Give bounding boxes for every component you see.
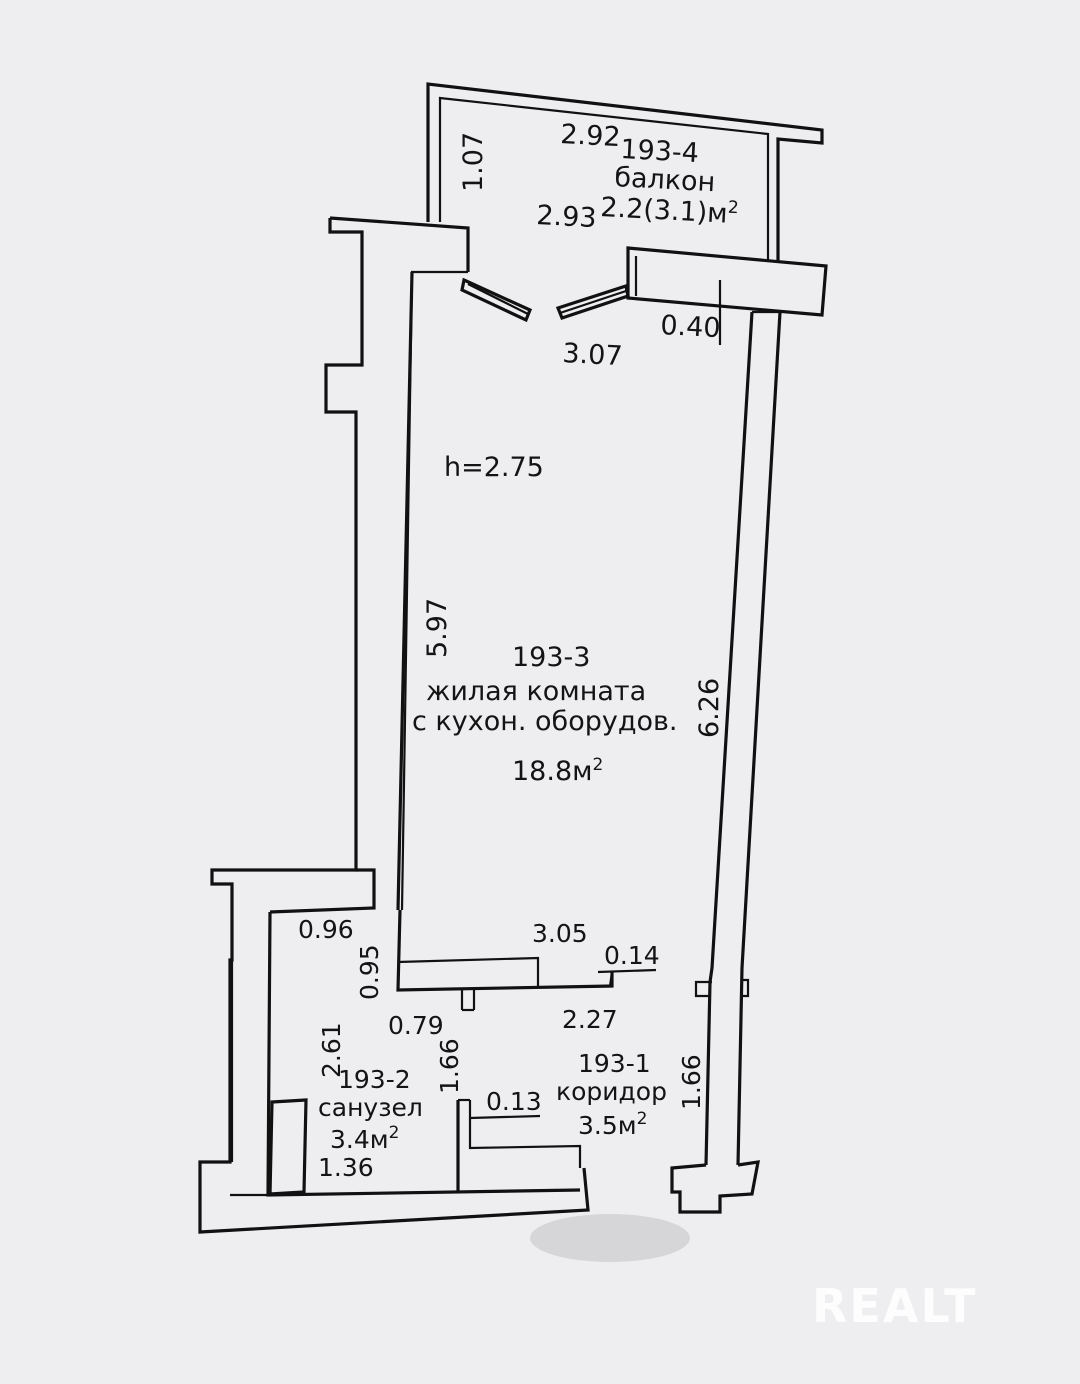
realt-watermark: REALT — [812, 1279, 978, 1333]
dim-bath-niche: 0.95 — [355, 944, 384, 1000]
bathroom-number: 193-2 — [338, 1065, 411, 1094]
dim-bath-door: 0.79 — [388, 1011, 444, 1040]
bathroom-area: 3.4м2 — [330, 1123, 399, 1154]
dim-balcony-top: 2.92 — [560, 119, 622, 153]
dim-partition-thickness: 0.14 — [604, 941, 660, 970]
right-wall — [670, 310, 782, 1214]
dim-partition-bottom: 2.27 — [562, 1005, 618, 1034]
dim-room-top: 3.07 — [562, 338, 624, 372]
dimensions: 2.92 1.07 2.93 0.40 3.07 5.97 6.26 3.05 … — [298, 119, 725, 1182]
dim-balcony-side: 1.07 — [458, 132, 489, 192]
dim-corridor-niche: 0.13 — [486, 1087, 542, 1116]
blurred-patch — [530, 1214, 690, 1262]
outer-walls — [198, 216, 590, 1234]
dim-partition-top: 3.05 — [532, 919, 588, 948]
dim-room-left: 5.97 — [422, 598, 453, 658]
dim-wall-depth: 0.40 — [660, 310, 722, 344]
dim-bath-right: 1.66 — [435, 1038, 464, 1094]
dim-corridor-right: 1.66 — [677, 1054, 706, 1110]
ceiling-height: h=2.75 — [444, 452, 544, 483]
balcony-door — [460, 277, 630, 323]
dim-bath-bottom: 1.36 — [318, 1153, 374, 1182]
window-wall — [626, 246, 828, 345]
dim-room-right: 6.26 — [694, 678, 725, 738]
bathroom-name: санузел — [318, 1093, 423, 1122]
living-area: 18.8м2 — [512, 755, 603, 787]
corridor-area: 3.5м2 — [578, 1109, 647, 1140]
balcony-number: 193-4 — [620, 134, 700, 169]
corridor-name: коридор — [556, 1077, 667, 1106]
dim-balcony-bottom: 2.93 — [536, 200, 598, 234]
living-name: жилая комната — [426, 676, 646, 707]
room-labels: 193-4 балкон 2.2(3.1)м2 h=2.75 193-3 жил… — [318, 134, 739, 1154]
partition-walls — [268, 909, 657, 1196]
balcony-area: 2.2(3.1)м2 — [600, 191, 740, 230]
corridor-number: 193-1 — [578, 1049, 651, 1078]
balcony-name: балкон — [614, 162, 716, 198]
dim-bath-width-top: 0.96 — [298, 915, 354, 944]
living-number: 193-3 — [512, 642, 590, 673]
balcony-walls — [426, 82, 824, 262]
living-name-2: с кухон. оборудов. — [412, 706, 678, 737]
dim-bath-height: 2.61 — [317, 1022, 346, 1078]
